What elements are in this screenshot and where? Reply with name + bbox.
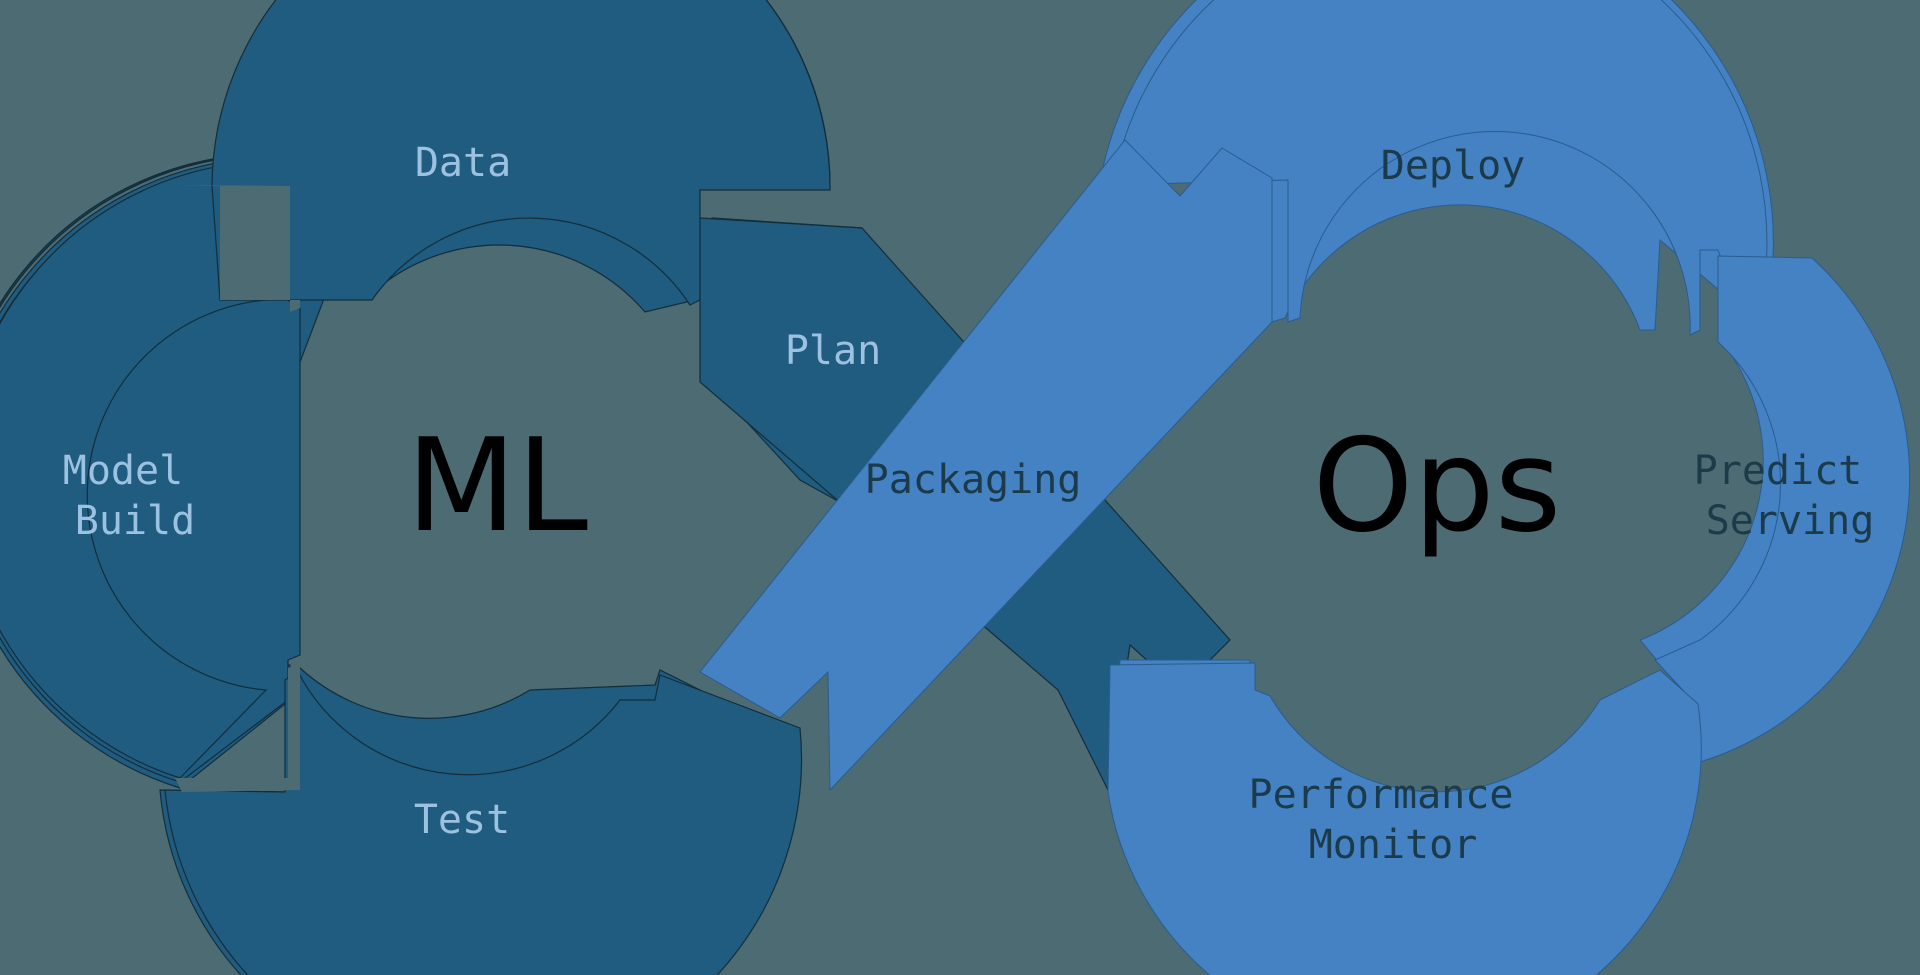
right-loop-group	[1099, 0, 1911, 975]
segment-label-plan: Plan	[785, 328, 881, 374]
ring-gap-left-upper	[184, 185, 300, 312]
ops-hub-label: Ops	[1313, 412, 1562, 561]
segment-label-performance-monitor-line1: Performance	[1249, 772, 1514, 818]
ring-gap-left-lower	[175, 663, 300, 792]
segment-model-build-outer[interactable]	[0, 160, 373, 779]
segment-performance-monitor-band[interactable]	[1107, 662, 1702, 975]
segment-predict-serving-band[interactable]	[1654, 255, 1911, 763]
crossover-packaging-band-group	[699, 139, 1273, 792]
segment-label-packaging: Packaging	[865, 457, 1082, 503]
segment-data-band[interactable]	[211, 0, 831, 306]
segment-packaging[interactable]	[699, 139, 1273, 792]
segment-label-model-build-line2: Build	[75, 498, 195, 544]
segment-label-predict-serving-line2: Serving	[1706, 498, 1875, 544]
segment-test-band[interactable]	[164, 671, 803, 975]
segment-label-model-build-line1: Model	[63, 448, 183, 494]
segment-label-performance-monitor-line2: Monitor	[1309, 822, 1478, 868]
segment-label-data: Data	[415, 140, 511, 186]
ops-hub-circle	[1245, 305, 1625, 685]
segment-label-model-build: Model Build	[63, 448, 208, 544]
segment-label-test: Test	[414, 797, 510, 843]
segment-label-performance-monitor: Performance Monitor	[1249, 772, 1538, 868]
ml-hub-circle	[305, 305, 685, 685]
segment-label-predict-serving: Predict Serving	[1694, 448, 1887, 544]
ml-hub-label: ML	[406, 412, 588, 561]
segment-deploy-band[interactable]	[1112, 0, 1768, 336]
segment-label-deploy: Deploy	[1381, 143, 1526, 189]
segment-label-predict-serving-line1: Predict	[1694, 448, 1863, 494]
